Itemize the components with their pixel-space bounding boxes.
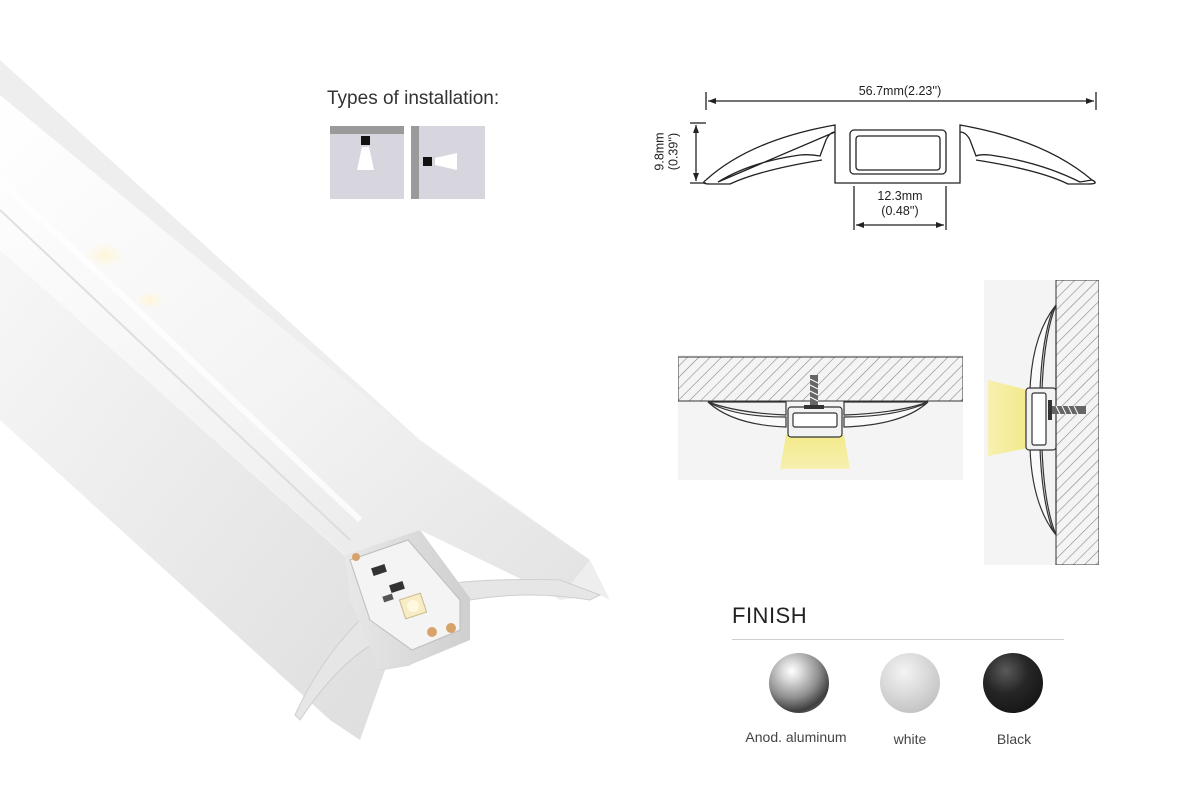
ceiling-mount-icon (330, 126, 404, 170)
channel-mm-label: 12.3mm (877, 189, 923, 203)
swatch-white[interactable] (880, 653, 940, 713)
ceiling-installation-diagram (678, 355, 963, 480)
screw-icon (1048, 400, 1086, 420)
wall-installation-diagram (984, 280, 1099, 565)
profile-lower-wing (0, 250, 385, 740)
install-type-wall (411, 126, 485, 199)
screw-icon (804, 375, 824, 409)
width-dimension-label: 56.7mm(2.23'') (858, 84, 942, 98)
swatch-black[interactable] (983, 653, 1043, 713)
led-strip (349, 539, 461, 651)
wall-mount-icon (411, 126, 457, 199)
channel-dimension-label: 12.3mm (0.48'') (850, 189, 950, 219)
finish-divider (732, 639, 1064, 640)
light-beam (988, 380, 1028, 456)
swatch-anodized-aluminum[interactable] (769, 653, 829, 713)
installation-title: Types of installation: (327, 88, 500, 109)
finish-label-white: white (893, 731, 927, 747)
channel-in-label: (0.48'') (881, 204, 919, 218)
cross-section-drawing (690, 92, 1097, 230)
height-dimension-label: 9.8mm (0.39'') (648, 124, 681, 180)
finish-title: FINISH (732, 603, 808, 628)
height-mm-label: 9.8mm (652, 132, 667, 171)
light-beam (780, 435, 850, 469)
install-type-ceiling (330, 126, 404, 199)
finish-label-anodized: Anod. aluminum (745, 729, 847, 745)
finish-label-black: Black (996, 731, 1032, 747)
profile-diffuser (0, 95, 590, 598)
height-in-label: (0.39'') (666, 132, 681, 171)
product-photo (0, 60, 610, 740)
